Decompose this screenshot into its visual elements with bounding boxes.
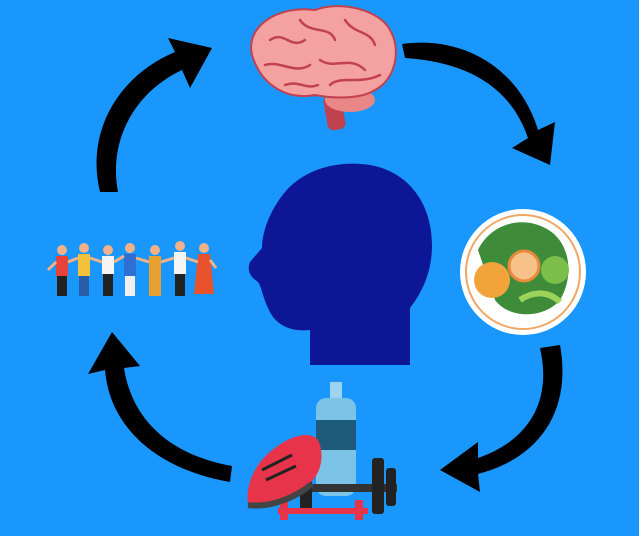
arrow-top-right bbox=[402, 42, 555, 165]
salad-plate-icon bbox=[460, 209, 586, 335]
head-silhouette-icon bbox=[248, 163, 432, 365]
arrow-bottom-right bbox=[440, 345, 563, 492]
people-holding-hands-icon bbox=[46, 241, 218, 296]
arrow-bottom-left bbox=[88, 332, 232, 482]
brain-icon bbox=[250, 5, 397, 131]
arrow-top-left bbox=[96, 38, 212, 192]
fitness-equipment-icon bbox=[247, 382, 397, 520]
